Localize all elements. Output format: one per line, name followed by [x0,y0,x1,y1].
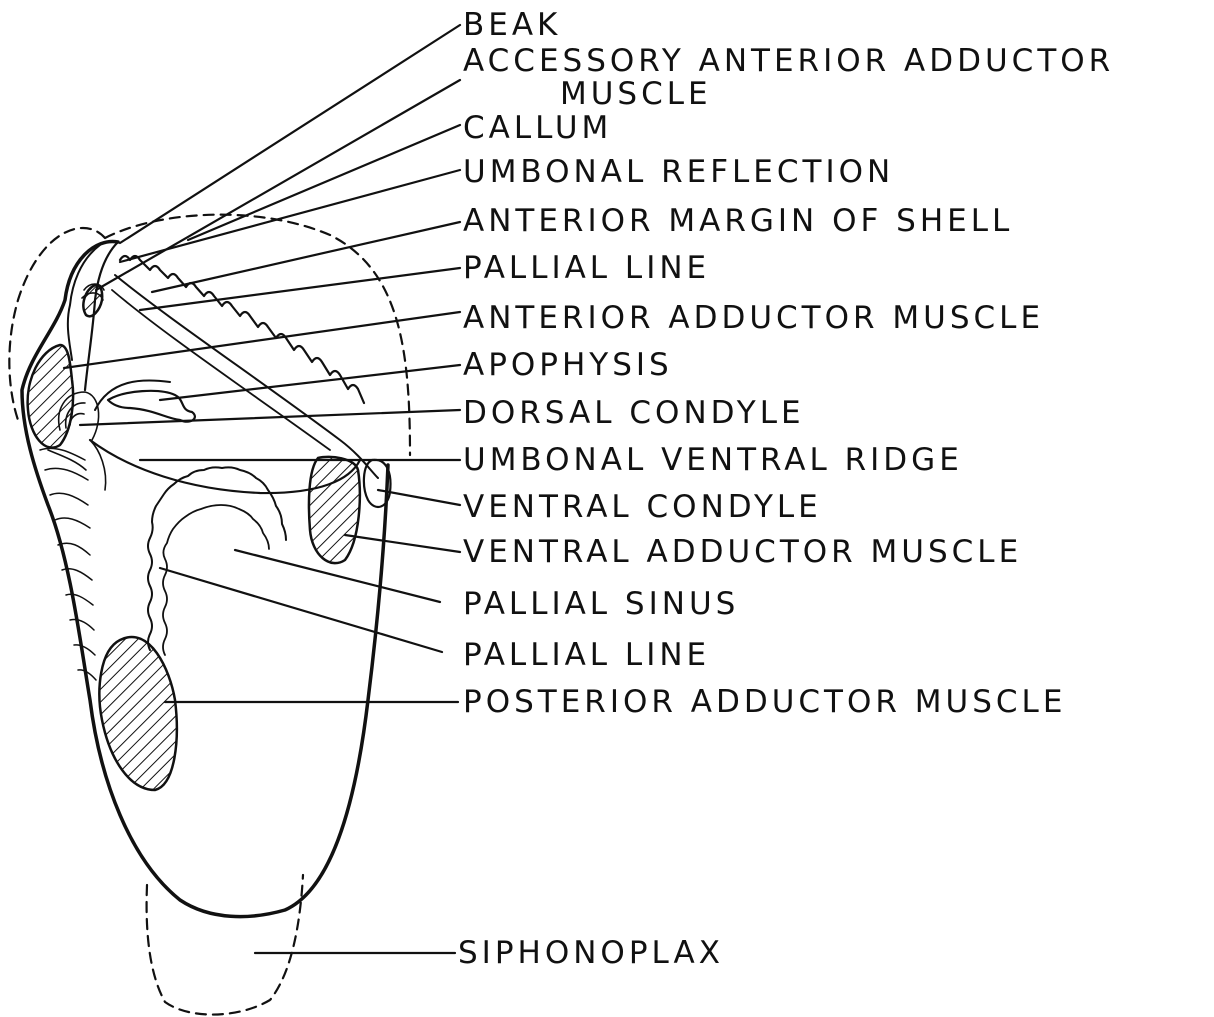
label-posterior-adductor: POSTERIOR ADDUCTOR MUSCLE [463,687,1066,718]
apophysis [108,391,195,422]
apophysis-base [95,380,170,410]
label-anterior-margin: ANTERIOR MARGIN OF SHELL [463,206,1013,237]
pallial-line-wavy-inner [163,505,269,655]
label-anterior-adductor: ANTERIOR ADDUCTOR MUSCLE [463,303,1044,334]
label-apophysis: APOPHYSIS [463,350,673,381]
posterior-adductor-scar [99,637,176,790]
inner-margin-line [115,275,378,478]
label-callum: CALLUM [463,113,612,144]
label-beak: BEAK [463,10,561,41]
label-umbonal-reflection: UMBONAL REFLECTION [463,157,894,188]
ventral-adductor-scar [309,457,360,563]
label-accessory-anterior-adductor: ACCESSORY ANTERIOR ADDUCTOR [463,46,1114,77]
label-dorsal-condyle: DORSAL CONDYLE [463,398,805,429]
leader-callum [188,125,460,240]
label-pallial-line-lower: PALLIAL LINE [463,640,710,671]
label-pallial-sinus: PALLIAL SINUS [463,589,739,620]
leader-ventral-adductor [345,535,460,552]
leader-umbonal-reflection [120,170,460,262]
pallial-line-upper [112,290,330,450]
label-ventral-condyle: VENTRAL CONDYLE [463,492,822,523]
label-siphonoplax: SIPHONOPLAX [458,938,724,969]
siphonoplax-outline [147,875,303,1015]
leader-ventral-condyle [378,490,460,505]
accessory-adductor-scar [83,285,102,316]
label-umbonal-ventral-ridge: UMBONAL VENTRAL RIDGE [463,445,963,476]
leader-beak [120,25,460,243]
leader-pallial-line-lower [160,568,442,652]
growth-lines [40,448,96,680]
label-ventral-adductor: VENTRAL ADDUCTOR MUSCLE [463,537,1022,568]
leader-apophysis [160,365,460,400]
label-accessory-anterior-adductor-cont: MUSCLE [560,79,712,110]
leader-anterior-margin [152,222,460,292]
label-pallial-line-upper: PALLIAL LINE [463,253,710,284]
leader-dorsal-condyle [80,410,460,425]
leader-pallial-line-upper [140,268,460,310]
